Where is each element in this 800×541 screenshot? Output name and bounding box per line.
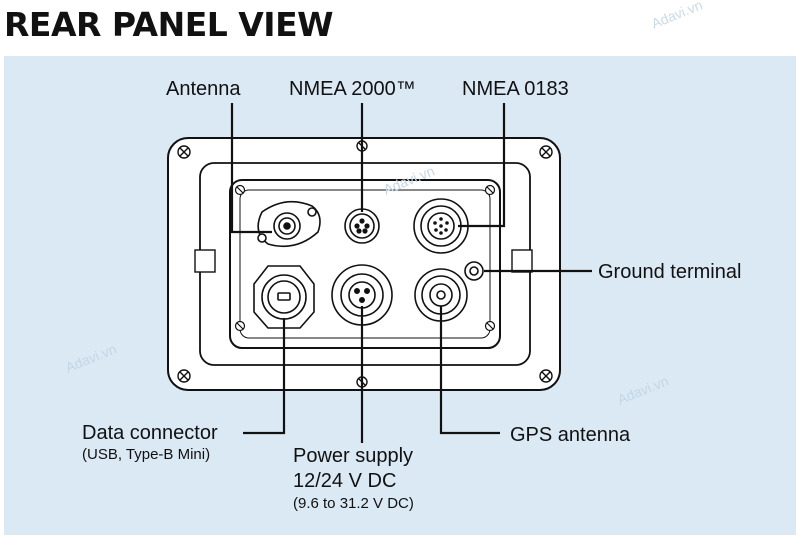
leader-lines	[230, 103, 592, 443]
screw-bottom-left	[177, 369, 191, 383]
leader-nmea0183	[458, 103, 506, 228]
data-connector	[253, 265, 315, 329]
right-tab	[511, 249, 533, 273]
screw-top-left	[177, 145, 191, 159]
left-tab	[194, 249, 216, 273]
ground-terminal	[464, 261, 484, 281]
antenna-connector	[257, 200, 321, 248]
plate-screw-br	[484, 320, 496, 332]
screw-top-right	[539, 145, 553, 159]
nmea2000-connector	[344, 208, 380, 244]
screw-bottom-right	[539, 369, 553, 383]
label-data-connector: Data connector	[82, 422, 218, 444]
connector-plate-inner	[239, 189, 491, 339]
leader-gps	[439, 306, 500, 435]
leader-antenna	[230, 103, 272, 234]
label-power-supply: Power supply	[293, 445, 414, 467]
label-nmea0183: NMEA 0183	[462, 78, 569, 100]
gps-antenna-connector	[414, 268, 468, 322]
plate-screw-tl	[234, 184, 246, 196]
label-power-supply-voltage: 12/24 V DC	[293, 470, 397, 492]
power-supply-connector	[331, 264, 393, 326]
label-nmea2000: NMEA 2000™	[289, 78, 416, 100]
label-data-connector-sub: (USB, Type-B Mini)	[82, 446, 211, 463]
label-gps-antenna: GPS antenna	[510, 424, 631, 446]
page-title: REAR PANEL VIEW	[4, 5, 334, 44]
label-ground-terminal: Ground terminal	[598, 261, 742, 283]
label-antenna: Antenna	[166, 78, 241, 100]
leader-data	[243, 318, 286, 435]
plate-screw-tr	[484, 184, 496, 196]
plate-screw-bl	[234, 320, 246, 332]
nmea0183-connector	[413, 198, 469, 254]
label-power-supply-range: (9.6 to 31.2 V DC)	[293, 495, 414, 512]
